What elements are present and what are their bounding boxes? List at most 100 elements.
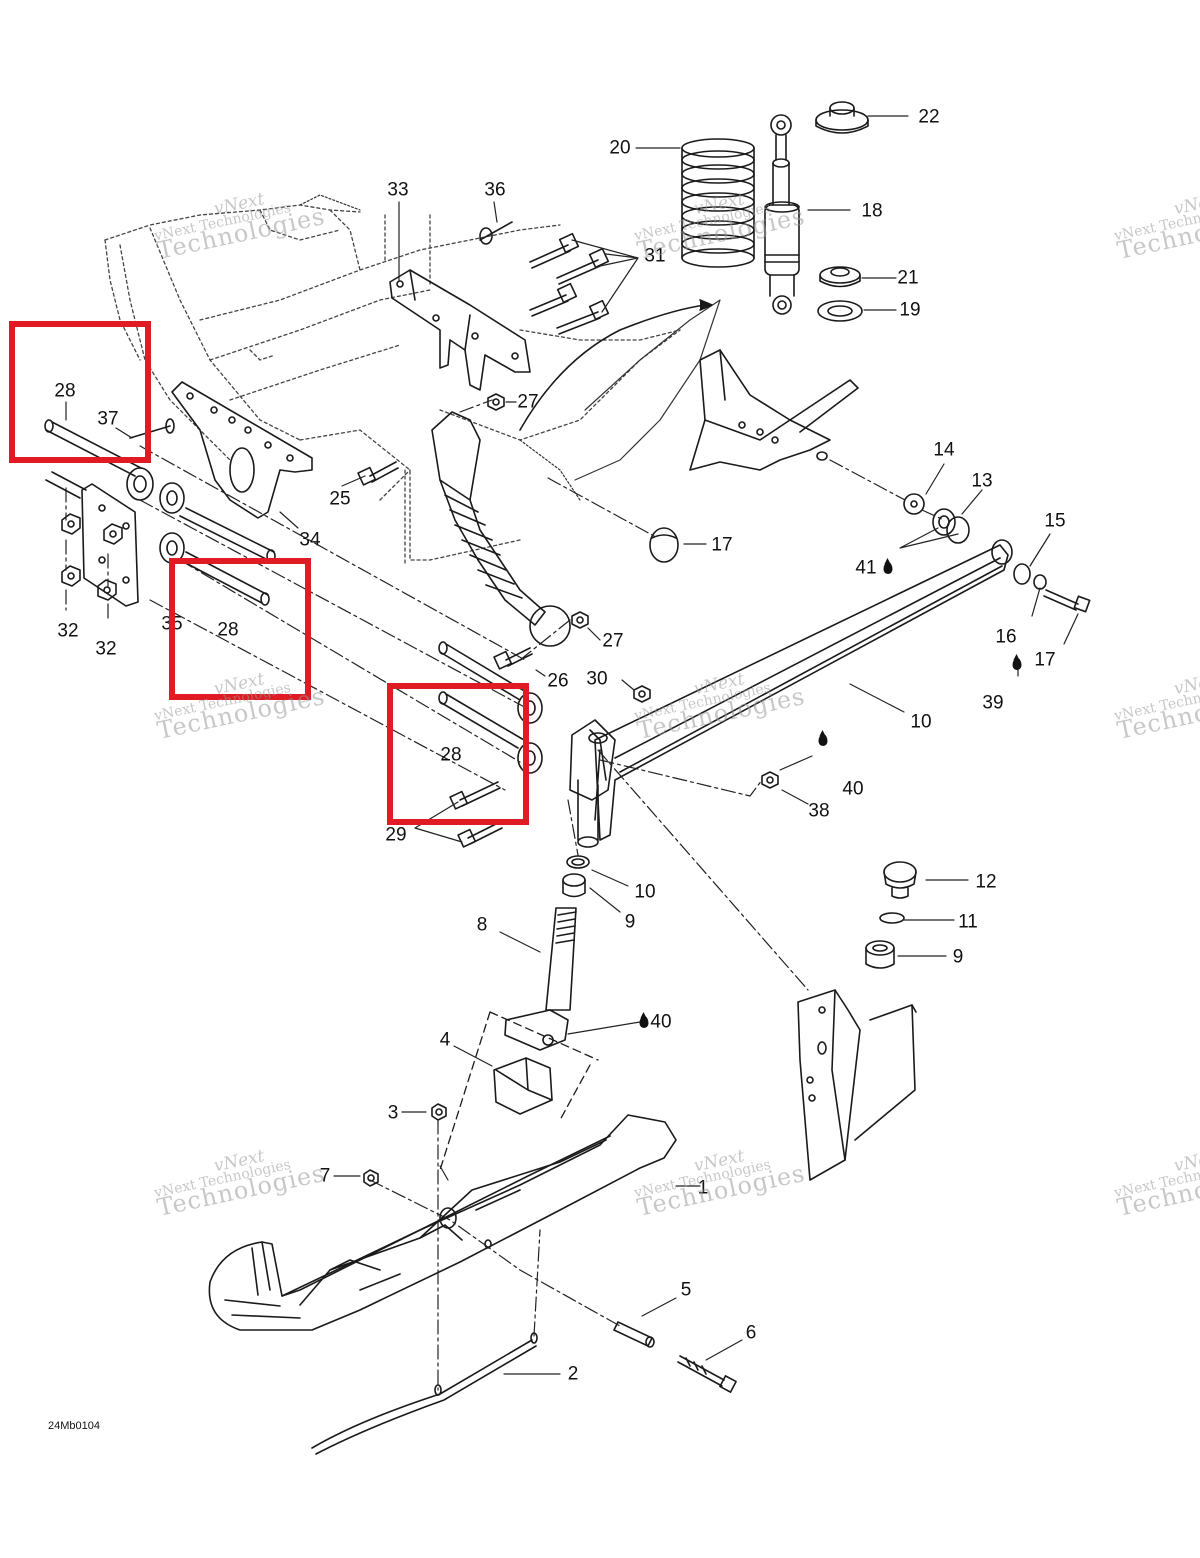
callout-12: 11	[958, 911, 978, 933]
callout-6: 6	[745, 1322, 757, 1344]
mounting-plate-34	[171, 381, 313, 519]
rubber-boot-strut	[431, 411, 571, 647]
bolt-6	[677, 1355, 737, 1393]
callout-26: 26	[547, 670, 569, 692]
washer-17	[1033, 574, 1047, 590]
callout-7: 7	[319, 1165, 331, 1187]
callout-27-lower: 27	[602, 630, 624, 652]
upper-arm-bracket	[689, 349, 859, 471]
callout-33: 33	[387, 179, 409, 201]
callout-19: 17	[711, 534, 733, 556]
highlight-box-part-28-middle	[169, 558, 311, 700]
pin-5	[613, 1321, 655, 1348]
bolts-29	[449, 781, 503, 848]
nut-3	[431, 1103, 447, 1121]
callout-40-upper: 40	[842, 778, 864, 800]
knob-13	[883, 861, 917, 899]
ring-10	[566, 855, 590, 869]
callout-9-lower: 9	[952, 946, 964, 968]
callout-4: 4	[439, 1029, 451, 1051]
callout-17: 16	[995, 626, 1017, 648]
bolt-25	[357, 461, 399, 486]
callout-20: 18	[861, 200, 883, 222]
callout-25: 25	[329, 488, 351, 510]
grease-drop-icon	[639, 1012, 649, 1028]
callout-36: 36	[484, 179, 506, 201]
callout-40-lower: 40	[650, 1011, 672, 1033]
coil-spring	[681, 138, 755, 268]
chassis-frame-solid	[299, 194, 721, 501]
callout-32-left: 32	[57, 620, 79, 642]
runner-2	[311, 1332, 538, 1455]
callout-3: 3	[387, 1102, 399, 1124]
chassis-frame-outline	[104, 204, 681, 566]
callout-5: 5	[680, 1279, 692, 1301]
callout-22: 20	[609, 137, 631, 159]
shock-washer-23	[819, 266, 861, 288]
nut-27-upper	[487, 393, 505, 411]
upper-bracket	[389, 269, 531, 391]
callout-14: 13	[971, 470, 993, 492]
callout-9-upper: 9	[624, 911, 636, 933]
assembly-lines	[65, 399, 945, 1391]
spindle-boss	[569, 719, 616, 848]
grease-drop-icon	[818, 730, 828, 746]
bolt-18	[1043, 589, 1091, 613]
bushing-9-upper	[562, 873, 586, 898]
washer-15	[903, 493, 925, 515]
cap-19	[649, 527, 679, 563]
callout-28-middle: 28	[217, 619, 239, 641]
callout-29: 29	[385, 824, 407, 846]
bolts-31	[529, 232, 610, 335]
bushing-9-lower	[865, 940, 895, 969]
callout-8: 8	[476, 914, 488, 936]
rivet-36	[479, 221, 513, 245]
circlip-12	[879, 912, 905, 924]
assembly-arrow	[519, 304, 706, 431]
callout-23: 21	[897, 267, 919, 289]
shock-upper-cup	[815, 101, 869, 134]
shock-absorber	[764, 114, 800, 315]
circlip-16	[1013, 563, 1031, 585]
callout-16: 15	[1044, 510, 1066, 532]
side-plate	[81, 483, 139, 607]
callout-41: 41	[855, 557, 877, 579]
callout-1: 1	[697, 1177, 709, 1199]
nuts-32	[61, 513, 123, 601]
nut-30	[633, 685, 651, 703]
ski-1	[208, 1114, 677, 1331]
bolt-38	[761, 771, 779, 789]
right-leg-support	[797, 989, 917, 1181]
callout-11: 10	[910, 711, 932, 733]
callout-13: 12	[975, 871, 997, 893]
suspension-arm-11	[594, 539, 1013, 841]
bushing-14	[932, 508, 970, 544]
callout-27-upper: 27	[517, 391, 539, 413]
grease-drop-icon	[883, 558, 893, 574]
spindle-8	[504, 907, 577, 1051]
callout-18: 17	[1034, 649, 1056, 671]
shock-washer-21	[817, 300, 863, 322]
callout-32-right: 32	[95, 638, 117, 660]
callout-28-upper: 28	[54, 380, 76, 402]
diagram-reference-code: 24Mb0104	[48, 1420, 100, 1432]
callout-34: 34	[299, 529, 321, 551]
callout-15: 14	[933, 439, 955, 461]
callout-31: 31	[644, 245, 666, 267]
callout-10: 10	[634, 881, 656, 903]
callout-28-lower: 28	[440, 744, 462, 766]
callout-21: 19	[899, 299, 921, 321]
callout-30: 30	[586, 668, 608, 690]
grease-drop-icon	[1012, 654, 1022, 670]
nut-27-lower	[571, 611, 589, 629]
dashed-box	[439, 1011, 599, 1171]
leader-lines	[65, 115, 1079, 1375]
callout-39: 39	[982, 692, 1004, 714]
callout-38: 38	[808, 800, 830, 822]
bushings	[126, 467, 543, 774]
callout-2: 2	[567, 1363, 579, 1385]
bolt-26	[493, 647, 533, 670]
callout-37: 37	[97, 408, 119, 430]
